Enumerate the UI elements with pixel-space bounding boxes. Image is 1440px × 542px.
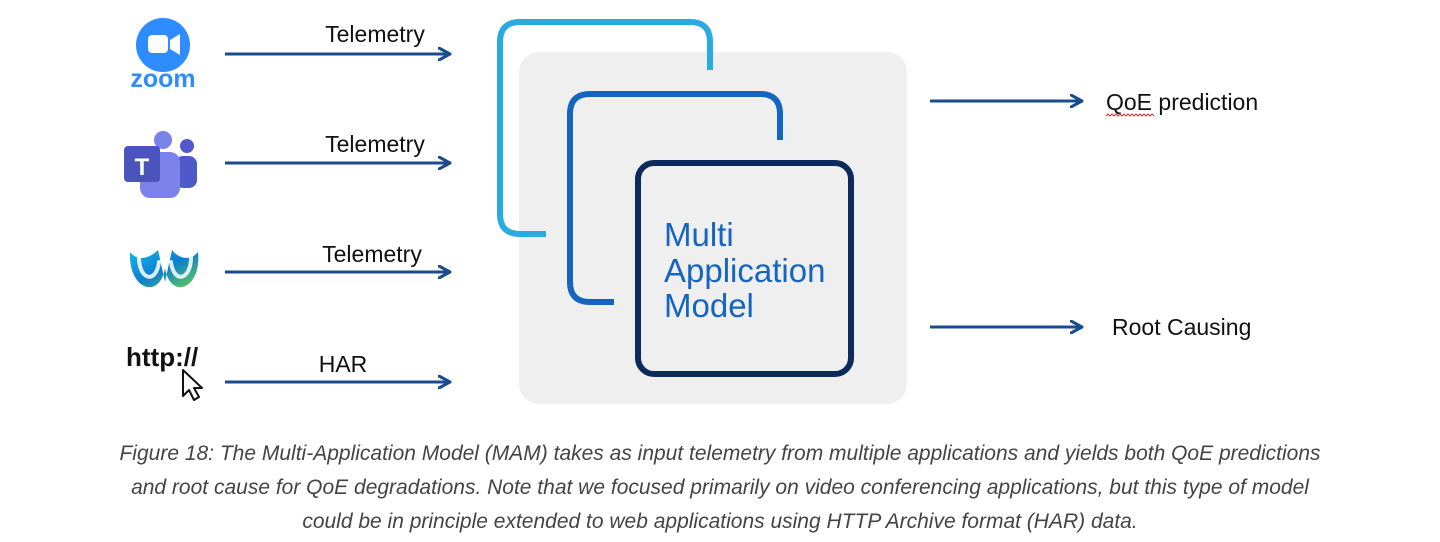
http-logo-text: http:// (126, 342, 198, 372)
teams-logo-text: T (135, 154, 150, 181)
model-title-line-1: Multi (664, 216, 734, 253)
model-title-line-2: Application (664, 252, 825, 289)
arrow-label-har: HAR (319, 351, 368, 377)
model-frame-inner (635, 160, 854, 377)
zoom-icon: zoom (130, 18, 196, 93)
arrow-label-zoom: Telemetry (325, 21, 425, 47)
caption-line-2: and root cause for QoE degradations. Not… (131, 476, 1309, 499)
model-title-line-3: Model (664, 287, 754, 324)
model-frame-middle (567, 91, 783, 305)
http-cursor-icon: http:// (126, 342, 203, 401)
diagram: zoom T http:// Telemetry Telemetry Telem… (124, 18, 1258, 404)
model-title: Multi Application Model (664, 216, 835, 324)
zoom-logo-text: zoom (130, 65, 195, 93)
figure-caption: Figure 18: The Multi-Application Model (… (0, 437, 1440, 539)
model-panel (519, 52, 907, 404)
caption-line-3: could be in principle extended to web ap… (302, 510, 1138, 533)
output-label-qoe: QoE prediction (1106, 89, 1258, 115)
webex-icon (129, 250, 199, 288)
spellcheck-underline (1105, 113, 1155, 117)
arrow-label-webex: Telemetry (322, 241, 422, 267)
teams-icon: T (124, 131, 197, 198)
arrow-label-teams: Telemetry (325, 131, 425, 157)
output-label-root: Root Causing (1112, 314, 1251, 340)
caption-line-1: Figure 18: The Multi-Application Model (… (119, 442, 1321, 465)
model-frame-outer (497, 19, 713, 237)
